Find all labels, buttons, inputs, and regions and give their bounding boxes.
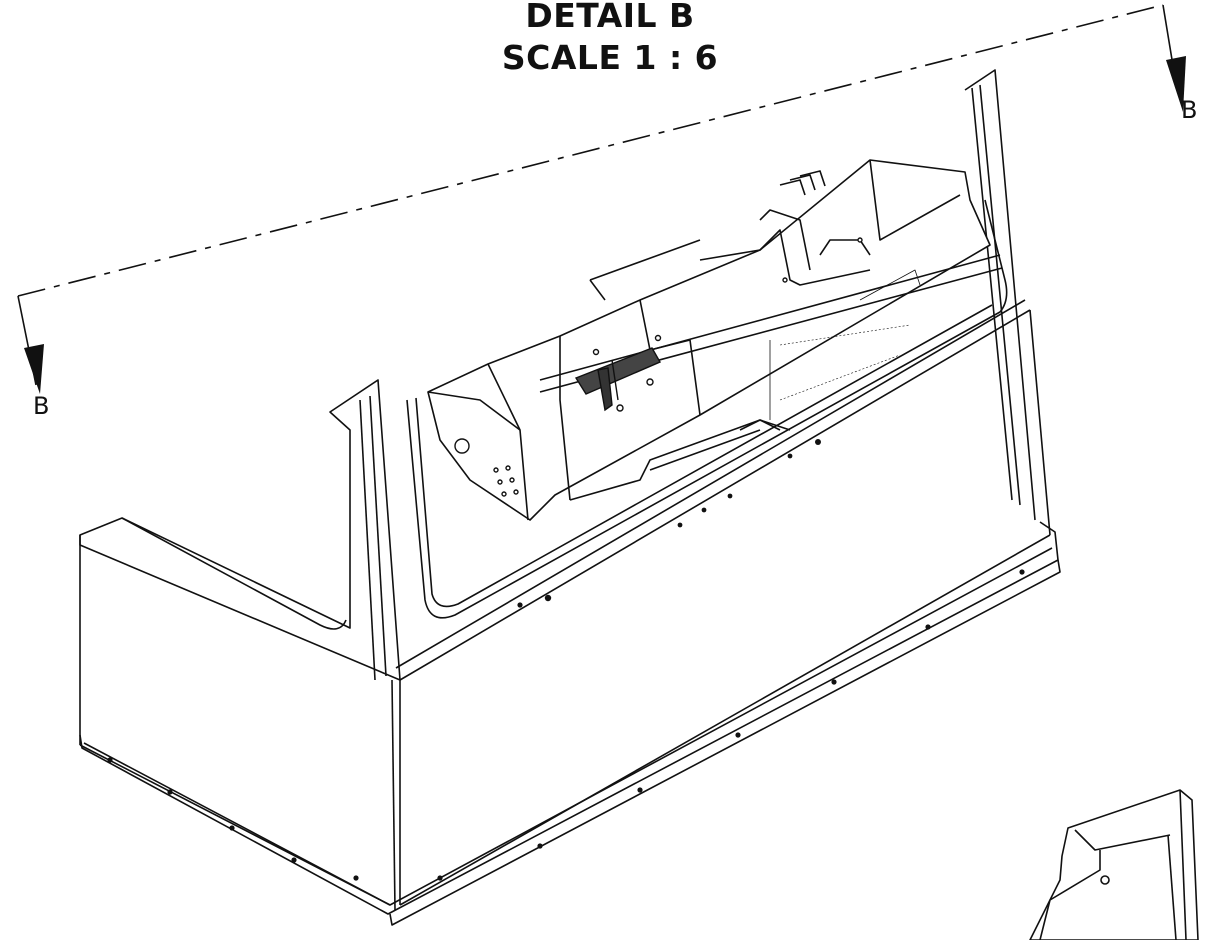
section-arrow-right-icon [1166, 56, 1186, 112]
section-label-left: B [33, 392, 50, 420]
latch-bracket [574, 334, 662, 412]
section-label-right: B [1181, 96, 1198, 124]
flange-holes [107, 439, 1025, 881]
detail-title: DETAIL B [525, 0, 695, 35]
adjacent-part [1029, 789, 1199, 940]
tray-holes [454, 237, 863, 497]
detail-scale: SCALE 1 : 6 [501, 38, 719, 77]
section-arrow-left-icon [24, 344, 44, 394]
housing-body [79, 69, 1061, 926]
inner-tray [427, 159, 1003, 521]
